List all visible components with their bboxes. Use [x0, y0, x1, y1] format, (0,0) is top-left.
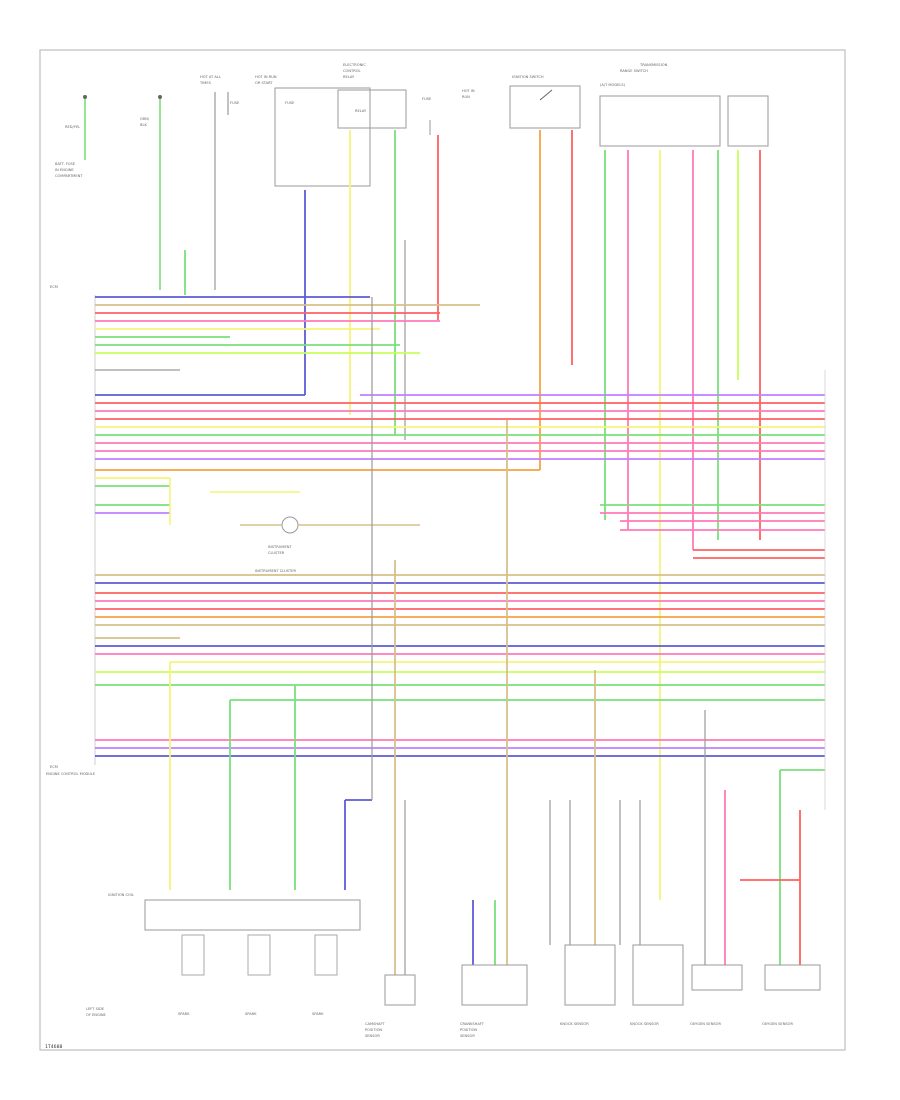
svg-text:SPARK: SPARK: [312, 1012, 324, 1016]
svg-text:POSITION: POSITION: [460, 1028, 477, 1032]
svg-text:SPARK: SPARK: [245, 1012, 257, 1016]
svg-text:SENSOR: SENSOR: [460, 1034, 475, 1038]
fuse-block-3: HOT IN RUN OR START FUSE: [255, 75, 371, 187]
svg-text:IGNITION COIL: IGNITION COIL: [108, 893, 134, 897]
svg-text:KNOCK SENSOR: KNOCK SENSOR: [630, 1022, 659, 1026]
svg-text:RELAY: RELAY: [355, 109, 367, 113]
bottom-sensor-4: KNOCK SENSOR: [619, 800, 684, 1026]
svg-text:OR START: OR START: [255, 81, 273, 85]
svg-text:KNOCK SENSOR: KNOCK SENSOR: [560, 1022, 589, 1026]
svg-text:FUSE: FUSE: [230, 101, 240, 105]
svg-text:HOT IN: HOT IN: [462, 89, 475, 93]
svg-text:OF ENGINE: OF ENGINE: [86, 1013, 107, 1017]
svg-text:CRANKSHAFT: CRANKSHAFT: [460, 1022, 485, 1026]
svg-text:HOT AT ALL: HOT AT ALL: [200, 75, 221, 79]
fuse-1: RED/YEL BATT. FUSE IN ENGINE COMPARTMENT: [55, 95, 87, 178]
fuse-4: FUSE HOT IN RUN: [422, 89, 475, 135]
svg-text:SENSOR: SENSOR: [365, 1034, 380, 1038]
svg-text:FUSE: FUSE: [422, 97, 432, 101]
svg-text:OXYGEN SENSOR: OXYGEN SENSOR: [762, 1022, 793, 1026]
bottom-sensor-2: CRANKSHAFT POSITION SENSOR: [460, 420, 528, 1038]
bottom-sensor-1: CAMSHAFT POSITION SENSOR: [365, 560, 416, 1038]
svg-text:RELAY: RELAY: [343, 75, 355, 79]
svg-text:CONTROL: CONTROL: [343, 69, 361, 73]
svg-text:CAMSHAFT: CAMSHAFT: [365, 1022, 386, 1026]
svg-text:HOT IN RUN: HOT IN RUN: [255, 75, 277, 79]
svg-text:IGNITION SWITCH: IGNITION SWITCH: [512, 75, 544, 79]
instrument-cluster: INSTRUMENT CLUSTER INSTRUMENT CLUSTER: [169, 478, 420, 573]
ecm-label-1: ENGINE CONTROL MODULE: [46, 772, 96, 776]
svg-text:SPARK: SPARK: [178, 1012, 190, 1016]
svg-text:RUN: RUN: [462, 95, 470, 99]
ignition-coil-pack: IGNITION COIL SPARK SPARK SPARK LEFT SID…: [86, 297, 373, 1017]
fuse-block-2: HOT AT ALL TIMES FUSE: [199, 75, 240, 290]
svg-text:TIMES: TIMES: [199, 81, 212, 85]
svg-text:FUSE: FUSE: [285, 101, 295, 105]
ignition-switch: IGNITION SWITCH: [509, 75, 581, 129]
svg-text:IN ENGINE: IN ENGINE: [55, 168, 74, 172]
diagram-id: 1T4688: [45, 1044, 62, 1050]
svg-text:TRANSMISSION: TRANSMISSION: [639, 63, 668, 67]
svg-text:ELECTRONIC: ELECTRONIC: [343, 63, 366, 67]
spark-plug-row: [181, 934, 338, 976]
svg-text:RANGE SWITCH: RANGE SWITCH: [620, 69, 648, 73]
svg-text:CLUSTER: CLUSTER: [268, 551, 285, 555]
relay-block-right: TRANSMISSION RANGE SWITCH (A/T MODELS): [599, 63, 769, 147]
bottom-sensor-3: KNOCK SENSOR: [549, 670, 616, 1026]
ecm-bottom-tag: ECM: [50, 765, 58, 769]
svg-text:LEFT SIDE: LEFT SIDE: [86, 1007, 105, 1011]
ecm-bus-wires: [95, 296, 825, 771]
svg-text:OXYGEN SENSOR: OXYGEN SENSOR: [690, 1022, 721, 1026]
main-relay: ELECTRONIC CONTROL RELAY RELAY: [337, 63, 407, 129]
svg-text:GRN/: GRN/: [140, 117, 150, 121]
svg-text:(A/T MODELS): (A/T MODELS): [600, 83, 626, 87]
diagram-frame: [39, 49, 846, 1051]
ecm-top-tag: ECM: [50, 285, 58, 289]
bottom-sensor-6: OXYGEN SENSOR: [740, 770, 821, 1026]
svg-text:BLK: BLK: [140, 123, 147, 127]
svg-text:INSTRUMENT: INSTRUMENT: [268, 545, 292, 549]
svg-text:BATT. FUSE: BATT. FUSE: [55, 162, 76, 166]
svg-text:POSITION: POSITION: [365, 1028, 382, 1032]
bottom-sensor-5: OXYGEN SENSOR: [690, 710, 743, 1026]
svg-text:COMPARTMENT: COMPARTMENT: [55, 174, 83, 178]
svg-text:RED/YEL: RED/YEL: [65, 125, 80, 129]
svg-text:INSTRUMENT CLUSTER: INSTRUMENT CLUSTER: [255, 569, 296, 573]
